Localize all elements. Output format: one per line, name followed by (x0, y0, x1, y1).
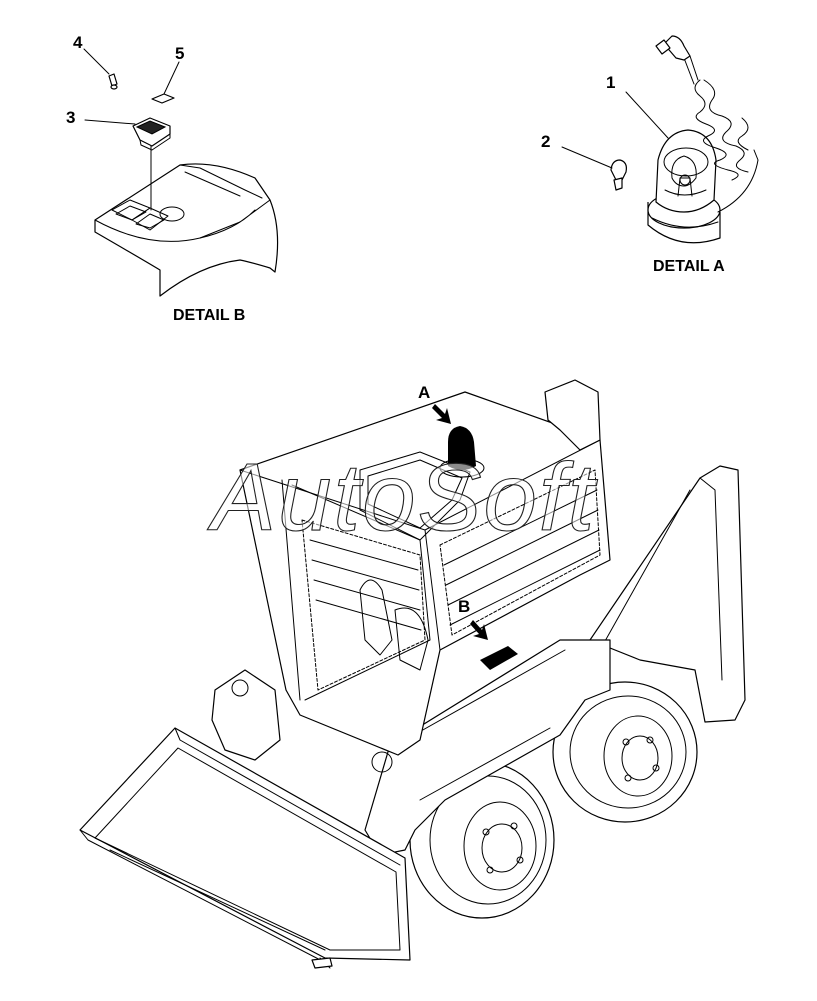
rear-wheel (552, 681, 698, 823)
cab-mesh-right (439, 469, 601, 636)
beacon-bulb-part-2 (610, 159, 627, 191)
switch-lens-part-5 (151, 93, 175, 104)
dashboard-housing-top (94, 164, 263, 242)
switch-panel-cutouts (111, 199, 185, 231)
skid-steer-loader: A B (79, 379, 746, 969)
callout-1: 1 (606, 73, 615, 92)
beacon-lamp-part-1 (647, 129, 721, 244)
rocker-switch-part-3 (132, 117, 171, 151)
detail-a-group: 1 2 DETAIL A (541, 35, 759, 275)
front-arm-pivot (211, 669, 281, 761)
location-callout-a: A (418, 383, 430, 402)
leader-2 (561, 146, 613, 169)
callout-4: 4 (73, 33, 83, 52)
autosoft-watermark: AutoSoft (207, 444, 598, 551)
lift-arm-left (544, 379, 601, 451)
leader-5 (163, 61, 180, 95)
switch-location-marker: B (458, 597, 518, 670)
callout-3: 3 (66, 108, 75, 127)
bucket (79, 727, 411, 969)
front-wheel (409, 761, 555, 919)
callout-5: 5 (175, 44, 184, 63)
detail-b-caption: DETAIL B (173, 307, 245, 324)
cab-mesh-left (301, 519, 426, 691)
beacon-location-marker: A (418, 383, 485, 478)
detail-b-group: 4 5 3 DETAIL B (66, 33, 279, 324)
coiled-cord-plug (655, 35, 759, 213)
leader-4 (83, 48, 110, 75)
leader-1 (625, 91, 669, 139)
detail-a-caption: DETAIL A (653, 258, 725, 275)
location-callout-b: B (458, 597, 470, 616)
lift-arm-right (589, 465, 746, 723)
switch-bulb-part-4 (108, 73, 118, 90)
dashboard-housing (94, 163, 279, 297)
leader-3 (84, 119, 136, 125)
callout-2: 2 (541, 132, 550, 151)
